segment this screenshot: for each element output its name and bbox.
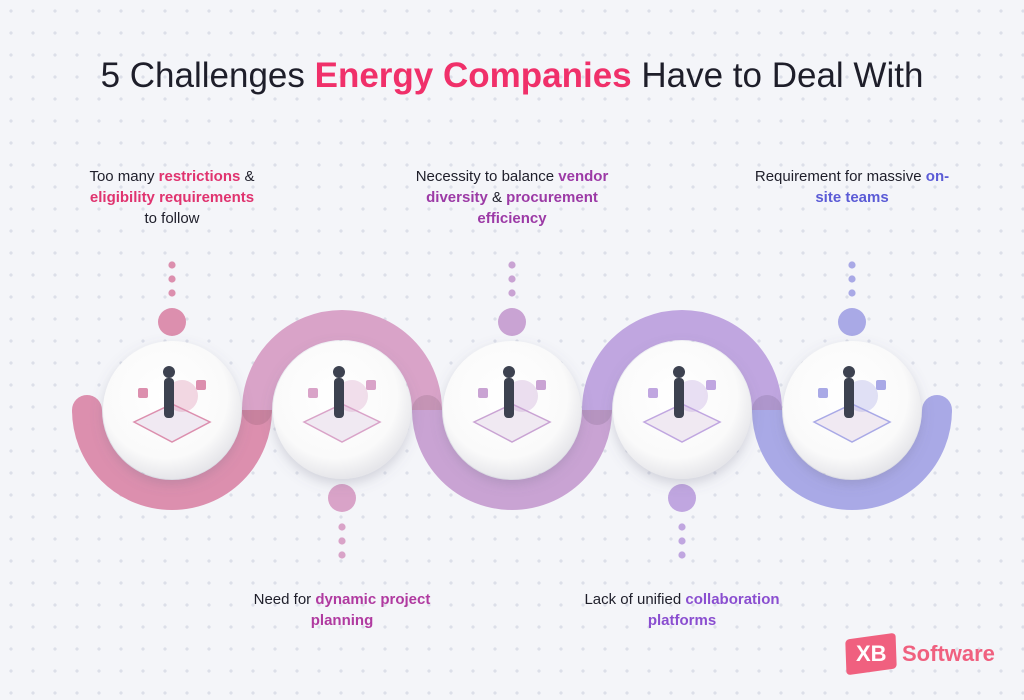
person-figure [844, 378, 854, 418]
person-figure [164, 378, 174, 418]
connector-dot [168, 261, 176, 269]
challenge-2-caption: Need for dynamic project planning [253, 591, 431, 629]
connector-arc [582, 310, 782, 411]
marker-circle [498, 308, 526, 336]
title-text-end: Have to Deal With [631, 56, 924, 95]
challenge-4-illustration [613, 341, 751, 479]
challenge-1-caption: Too many restrictions & eligibility requ… [89, 168, 255, 227]
connector-dot [508, 261, 516, 269]
illustration-platform [132, 403, 212, 443]
connector-dot [848, 275, 856, 283]
icon-tile [366, 380, 376, 390]
challenge-5-illustration [783, 341, 921, 479]
connector-dot [678, 537, 686, 545]
challenge-2-illustration [273, 341, 411, 479]
illustration-platform [642, 403, 722, 443]
icon-tile [308, 388, 318, 398]
connector-dot [338, 523, 346, 531]
connector-dot [168, 289, 176, 297]
icon-tile [478, 388, 488, 398]
person-head [843, 366, 855, 378]
illustration-platform [472, 403, 552, 443]
illustration-platform [812, 403, 892, 443]
illustration-platform [302, 403, 382, 443]
marker-circle [328, 484, 356, 512]
title-highlight: Energy Companies [314, 56, 632, 95]
person-figure [334, 378, 344, 418]
xb-software-logo: XB Software [845, 632, 995, 676]
connector-dot [848, 261, 856, 269]
connector-dot [508, 275, 516, 283]
marker-circle [668, 484, 696, 512]
challenge-4-caption: Lack of unified collaboration platforms [584, 591, 780, 629]
arc-end-cap [922, 395, 952, 425]
challenge-3-caption: Necessity to balance vendor diversity & … [415, 168, 609, 227]
icon-tile [876, 380, 886, 390]
title-text: 5 Challenges [100, 56, 315, 95]
connector-arc [752, 409, 952, 510]
icon-tile [706, 380, 716, 390]
icon-tile [536, 380, 546, 390]
marker-circle [838, 308, 866, 336]
challenge-1-illustration [103, 341, 241, 479]
icon-tile [648, 388, 658, 398]
logo-name: Software [902, 641, 995, 666]
arc-end-cap [72, 395, 102, 425]
connector-dot [678, 551, 686, 559]
person-head [163, 366, 175, 378]
icon-tile [196, 380, 206, 390]
challenge-5-caption: Requirement for massive on-site teams [754, 168, 950, 206]
connector-arc [72, 409, 272, 510]
person-figure [504, 378, 514, 418]
person-head [673, 366, 685, 378]
icon-tile [138, 388, 148, 398]
connector-dot [338, 551, 346, 559]
logo-mark: XB [845, 632, 897, 676]
person-head [333, 366, 345, 378]
person-head [503, 366, 515, 378]
person-figure [674, 378, 684, 418]
connector-arc [242, 310, 442, 411]
icon-tile [818, 388, 828, 398]
marker-circle [158, 308, 186, 336]
connector-dot [508, 289, 516, 297]
connector-dot [168, 275, 176, 283]
connector-dot [678, 523, 686, 531]
connector-arc [412, 409, 612, 510]
connector-dot [848, 289, 856, 297]
page-title: 5 Challenges Energy Companies Have to De… [0, 56, 1024, 96]
challenge-3-illustration [443, 341, 581, 479]
connector-dot [338, 537, 346, 545]
